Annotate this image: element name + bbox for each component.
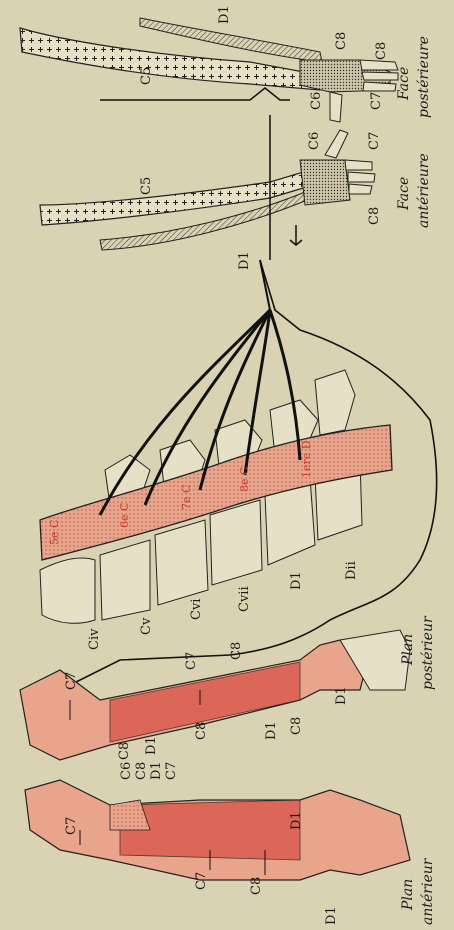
arm-label: C8 xyxy=(289,717,304,735)
caption-text: postérieur xyxy=(420,615,436,690)
vertebra-label: Cv xyxy=(139,617,154,635)
vertebra-label: Dii xyxy=(344,561,359,580)
caption-text: Face xyxy=(396,67,412,101)
arm-label: C8 xyxy=(134,762,149,780)
arm-label: D1 xyxy=(264,721,279,740)
cord-label-7c: 7e C xyxy=(180,485,193,510)
cord-label-1d: 1ere D xyxy=(300,440,313,478)
caption-face-posterieure: Face postérieure xyxy=(396,36,432,118)
arm-label: C7 xyxy=(194,872,209,890)
arm-label: D1 xyxy=(334,686,349,705)
cord-label-8c: 8e C xyxy=(238,467,251,492)
hand-diagram-anterior xyxy=(40,130,375,250)
arm-label: D1 xyxy=(324,906,339,925)
arm-diagram-posterior xyxy=(20,630,410,760)
caption-face-anterieure: Face antérieure xyxy=(396,153,432,228)
arm-label: D1 xyxy=(144,736,159,755)
vertebra-label: Civ xyxy=(87,628,102,650)
cord-label-6c: 6e C xyxy=(118,503,131,528)
label-c8: C8 xyxy=(374,42,389,60)
label-c7: C7 xyxy=(369,92,384,110)
label-c8: C8 xyxy=(367,207,382,225)
label-c6: C6 xyxy=(309,92,324,110)
arm-label: C7 xyxy=(184,652,199,670)
arm-label: C7 xyxy=(64,672,79,690)
arm-diagram-anterior xyxy=(25,780,410,880)
caption-text: Plan xyxy=(400,634,416,666)
caption-text: postérieure xyxy=(416,36,432,118)
label-d1: D1 xyxy=(237,251,252,270)
arm-label: C7 xyxy=(64,817,79,835)
arm-label: C8 xyxy=(229,642,244,660)
vertebra-label: Cvii xyxy=(237,586,252,612)
caption-text: Plan xyxy=(400,879,416,911)
root-stem xyxy=(260,260,270,310)
label-c7: C7 xyxy=(367,132,382,150)
vertebra-label: Cvi xyxy=(189,599,204,620)
caption-text: antérieur xyxy=(420,857,436,925)
caption-text: Face xyxy=(396,177,412,211)
label-d1: D1 xyxy=(217,5,232,24)
caption-text: antérieure xyxy=(416,153,432,228)
arm-label: C8 xyxy=(194,722,209,740)
arm-label: C6 xyxy=(119,762,134,780)
arrow-icon xyxy=(290,225,302,245)
arm-label: C8 xyxy=(117,742,132,760)
arm-label: C8 xyxy=(249,877,264,895)
label-c5: C5 xyxy=(139,67,154,85)
bracket-line xyxy=(100,88,290,100)
label-c8: C8 xyxy=(334,32,349,50)
arm-label: C7 xyxy=(164,762,179,780)
label-c6: C6 xyxy=(307,132,322,150)
label-c5: C5 xyxy=(139,177,154,195)
arm-label: D1 xyxy=(289,811,304,830)
arm-label: D1 xyxy=(149,761,164,780)
vertebra-label: D1 xyxy=(289,571,304,590)
cord-label-5c: 5e C xyxy=(48,520,61,545)
caption-plan-anterieur: Plan antérieur xyxy=(400,857,436,925)
